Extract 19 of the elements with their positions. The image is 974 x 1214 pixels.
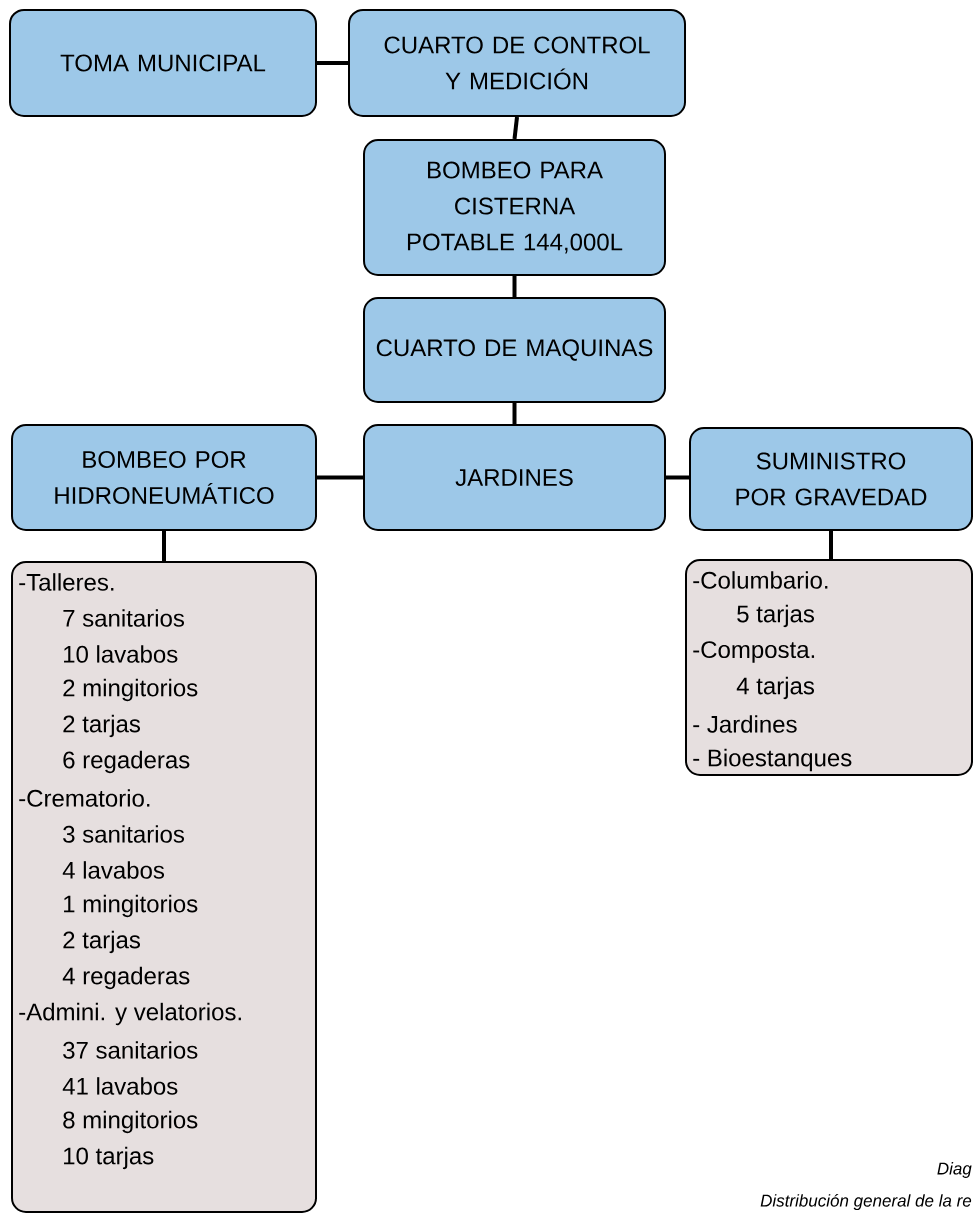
process-box: JARDINES [363, 424, 666, 531]
process-box: BOMBEO POR HIDRONEUMÁTICO [11, 424, 317, 531]
caption-text: Diag [937, 1162, 972, 1178]
process-box: BOMBEO PARA CISTERNA POTABLE 144,000L [363, 139, 666, 276]
process-box: SUMINISTRO POR GRAVEDAD [689, 427, 973, 531]
list-box: -Columbario. 5 tarjas -Composta. 4 tarjas - Jardines - Bioestanques [685, 559, 973, 776]
connector-line [317, 61, 348, 65]
process-box: TOMA MUNICIPAL [9, 9, 317, 117]
caption-text: Distribución general de la re [760, 1194, 972, 1210]
connector-line [666, 475, 689, 480]
process-box: CUARTO DE CONTROL Y MEDICIÓN [348, 9, 686, 117]
connector-line [317, 475, 363, 480]
list-box: -Talleres. 7 sanitarios 10 lavabos 2 mingitorios 2 tarjas 6 regaderas -Crematorio. 3 sanitarios 4 lavabos 1 mingitorios 2 tarjas 4 regaderas -Admini. y velatorios. 37 sanitarios 41 lavabos 8 mingitorios 10 tarjas [11, 561, 317, 1213]
process-box: CUARTO DE MAQUINAS [363, 297, 666, 403]
connector-line [829, 531, 833, 559]
connector-line [512, 276, 517, 297]
connector-line [512, 116, 519, 140]
connector-line [512, 403, 517, 424]
connector-line [162, 531, 166, 561]
